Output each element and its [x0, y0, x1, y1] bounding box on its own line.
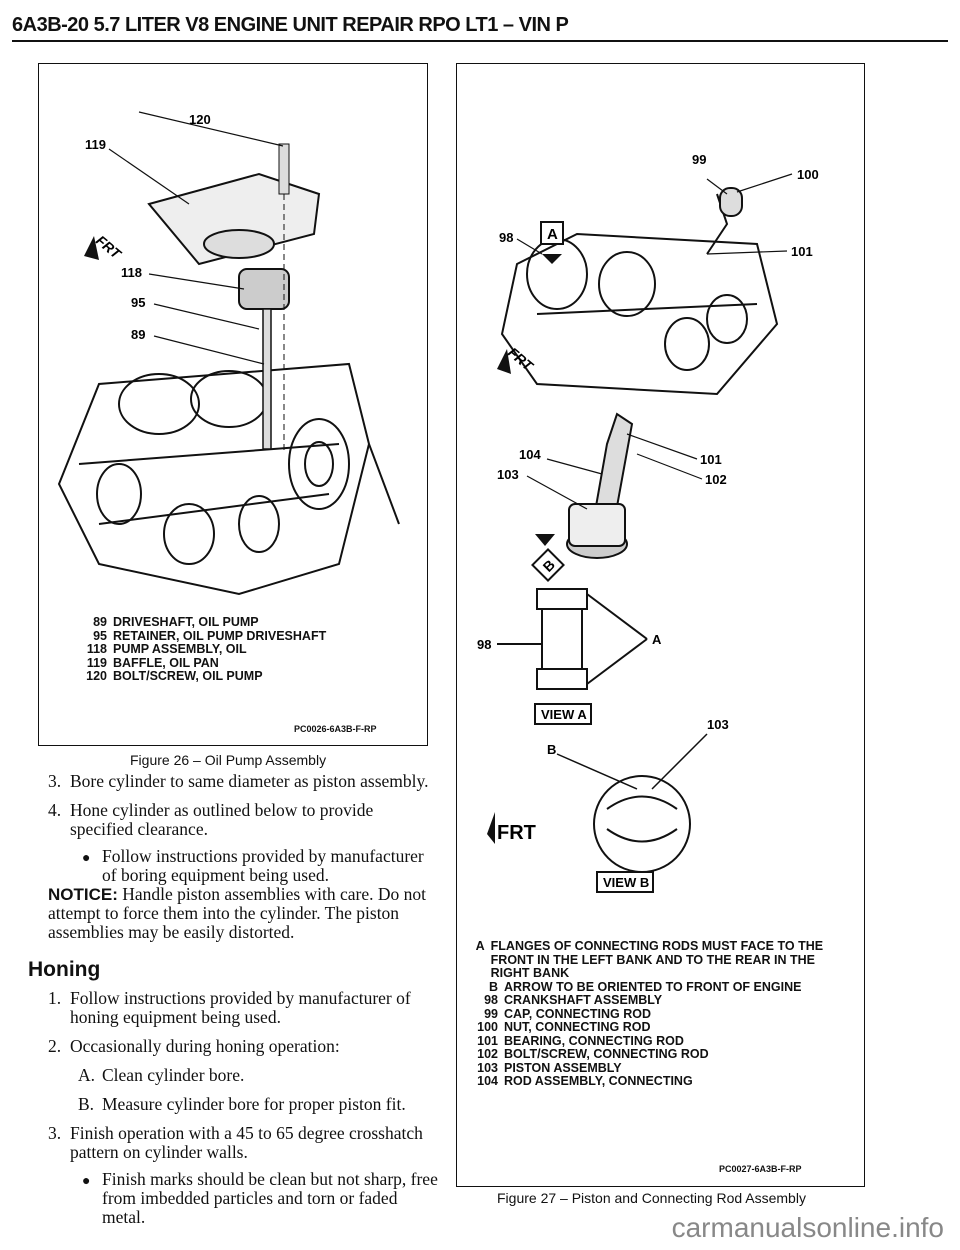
callout-104: 104	[519, 447, 541, 462]
callout-101: 101	[700, 452, 722, 467]
oil-pump-assembly-illustration: 120 119 118 95 89 FRT	[57, 111, 400, 596]
procedure-text: 3.Bore cylinder to same diameter as pist…	[28, 771, 440, 1227]
callout-99: 99	[692, 152, 706, 167]
svg-text:A: A	[547, 226, 558, 243]
page-header: 6A3B-20 5.7 LITER V8 ENGINE UNIT REPAIR …	[12, 14, 569, 36]
watermark: carmanualsonline.info	[671, 1212, 944, 1243]
callout-120: 120	[189, 112, 211, 127]
step-item: 3.Bore cylinder to same diameter as pist…	[48, 771, 429, 791]
step-item: 1.Follow instructions provided by manufa…	[48, 988, 411, 1027]
view-b-label: VIEW B	[603, 875, 649, 890]
callout-98: 98	[477, 637, 491, 652]
sub-step-item: B.Measure cylinder bore for proper pisto…	[78, 1094, 406, 1114]
sub-step-item: A.Clean cylinder bore.	[78, 1065, 245, 1085]
bullet-icon: ●	[82, 851, 91, 866]
view-a-marker: A	[540, 221, 564, 264]
front-arrow-icon: FRT	[84, 232, 125, 263]
svg-text:FRT: FRT	[497, 822, 536, 844]
view-a-label: VIEW A	[541, 707, 587, 722]
callout-102: 102	[705, 472, 727, 487]
callout-118: 118	[121, 265, 142, 280]
view-a-letter: A	[652, 632, 662, 647]
bullet-icon: ●	[82, 1174, 91, 1189]
bullet-item: ●Follow instructions provided by manufac…	[82, 846, 424, 885]
notice-paragraph: NOTICE: Handle piston assemblies with ca…	[48, 884, 427, 942]
figure-27-box: A B VIEW A VIEW B FRT	[456, 63, 865, 1187]
callout-119: 119	[85, 137, 106, 152]
piston-connecting-rod-illustration: A B VIEW A VIEW B FRT	[477, 152, 819, 893]
step-item: 2.Occasionally during honing operation:	[48, 1036, 340, 1056]
figure-26-ref-code: PC0026-6A3B-F-RP	[294, 724, 377, 734]
view-b-letter: B	[547, 742, 556, 757]
front-arrow-icon: FRT	[497, 344, 537, 375]
figure-27-caption: Figure 27 – Piston and Connecting Rod As…	[497, 1190, 806, 1206]
header-rule	[12, 40, 948, 42]
front-arrow-icon: FRT	[487, 812, 536, 844]
callout-101: 101	[791, 244, 813, 259]
step-item: 3.Finish operation with a 45 to 65 degre…	[48, 1123, 423, 1162]
callout-103: 103	[707, 717, 729, 732]
step-item: 4.Hone cylinder as outlined below to pro…	[48, 800, 374, 839]
callout-95: 95	[131, 295, 145, 310]
callout-98: 98	[499, 230, 513, 245]
callout-89: 89	[131, 327, 145, 342]
bullet-item: ●Finish marks should be clean but not sh…	[82, 1169, 438, 1227]
figure-26-caption: Figure 26 – Oil Pump Assembly	[130, 752, 327, 768]
callout-103: 103	[497, 467, 519, 482]
figure-27-ref-code: PC0027-6A3B-F-RP	[719, 1164, 802, 1174]
section-heading-honing: Honing	[28, 958, 101, 981]
callout-100: 100	[797, 167, 819, 182]
view-b-marker: B	[531, 534, 565, 582]
